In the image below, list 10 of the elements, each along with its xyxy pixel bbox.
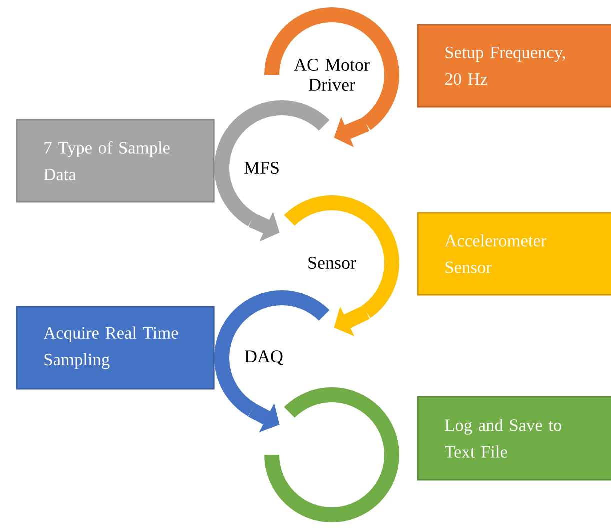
step-box: Accelerometer Sensor [417, 212, 611, 296]
ring-label: Sensor [308, 256, 356, 270]
ring-label: AC Motor Driver [294, 58, 370, 92]
ring-label: MFS [244, 162, 279, 174]
step-box: Log and Save to Text File [417, 396, 611, 481]
ring-label: DAQ [245, 350, 284, 366]
ring [264, 388, 400, 522]
step-box: Acquire Real Time Sampling [16, 306, 215, 390]
step-box: 7 Type of Sample Data [16, 119, 215, 203]
step-box: Setup Frequency, 20 Hz [417, 24, 611, 108]
